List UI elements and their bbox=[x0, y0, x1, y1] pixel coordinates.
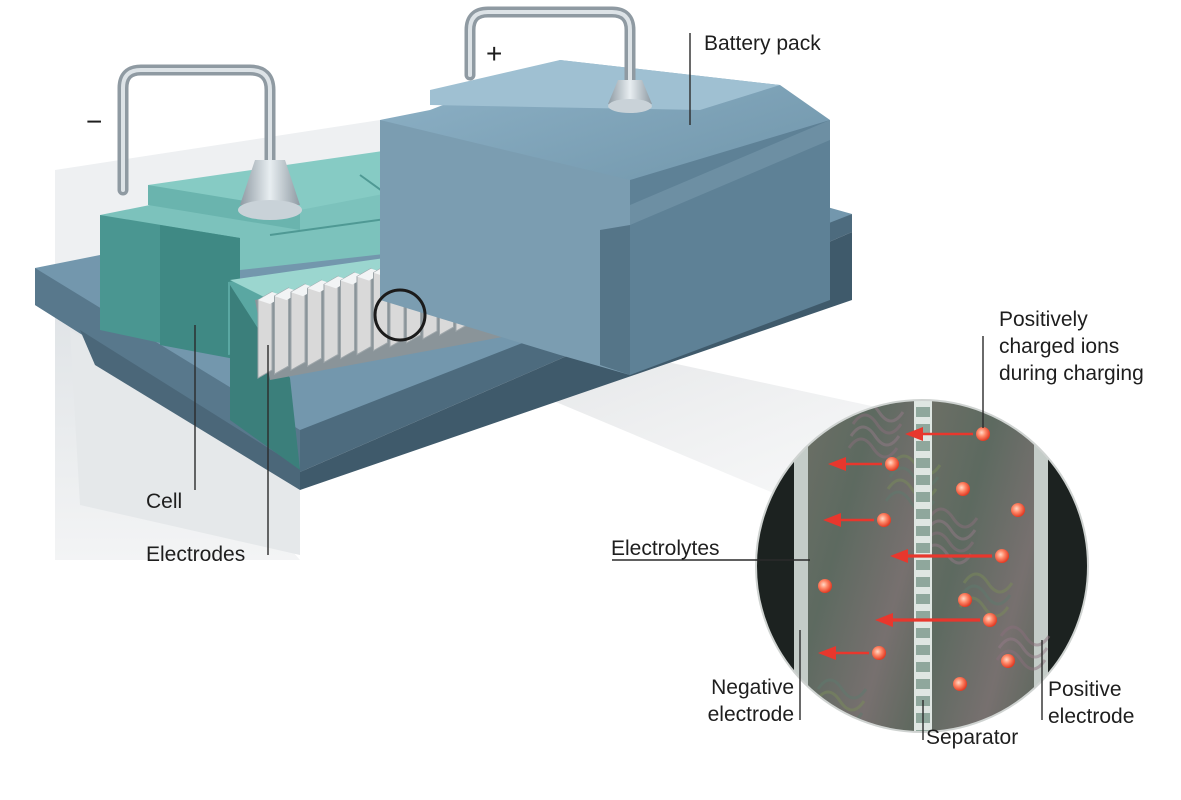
positive-ion bbox=[872, 646, 886, 660]
separator-pore bbox=[916, 509, 930, 519]
electrode-plate bbox=[290, 283, 306, 372]
electrolyte-texture bbox=[816, 678, 868, 700]
electrolyte-texture bbox=[962, 572, 1014, 594]
positive-terminal-symbol: + bbox=[486, 38, 503, 69]
ion-arrow-head bbox=[823, 513, 841, 527]
separator-pore bbox=[916, 662, 930, 672]
separator-label: Separator bbox=[926, 726, 1019, 749]
magnified-view bbox=[755, 390, 1089, 733]
electrolyte-texture bbox=[847, 437, 899, 459]
positive-ion bbox=[976, 427, 990, 441]
positive-ion bbox=[1011, 503, 1025, 517]
positive-electrode-layer bbox=[1034, 400, 1048, 732]
negative-electrode-label-line-1: Negative bbox=[711, 676, 794, 699]
separator-pore bbox=[916, 628, 930, 638]
electrodes-label: Electrodes bbox=[146, 543, 246, 566]
ions-label-line-2: charged ions bbox=[999, 335, 1120, 358]
electrode-plate bbox=[356, 267, 372, 356]
negative-terminal-symbol: − bbox=[86, 106, 103, 137]
ion-arrow-head bbox=[905, 427, 923, 441]
separator-pore bbox=[916, 475, 930, 485]
electrode-plate bbox=[323, 275, 339, 364]
leader-lines bbox=[194, 33, 1043, 740]
separator-pore bbox=[916, 441, 930, 451]
ion-arrow-head bbox=[828, 457, 846, 471]
separator-pore bbox=[916, 407, 930, 417]
electrolytes-label: Electrolytes bbox=[611, 537, 720, 560]
positive-ion bbox=[877, 513, 891, 527]
separator-pore bbox=[916, 645, 930, 655]
negative-cable bbox=[117, 64, 302, 220]
positive-ion bbox=[956, 482, 970, 496]
separator-pore bbox=[916, 492, 930, 502]
positive-electrode-label-line-2: electrode bbox=[1048, 705, 1135, 728]
separator-pore bbox=[916, 526, 930, 536]
battery-pack-label: Battery pack bbox=[704, 32, 821, 55]
electrode-plate bbox=[307, 279, 322, 368]
negative-electrode-layer bbox=[794, 400, 808, 732]
electrolyte-texture bbox=[927, 507, 979, 529]
separator-pore bbox=[916, 458, 930, 468]
ions-label-line-1: Positively bbox=[999, 308, 1088, 331]
separator-pore bbox=[916, 611, 930, 621]
separator-pore bbox=[916, 577, 930, 587]
ion-arrow-head bbox=[875, 613, 893, 627]
electrolyte-texture bbox=[995, 649, 1047, 671]
positive-cable bbox=[464, 6, 652, 113]
negative-electrode-label: Negative electrode bbox=[690, 674, 794, 728]
positive-ion bbox=[885, 457, 899, 471]
ion-arrow-head bbox=[890, 549, 908, 563]
negative-electrode-label-line-2: electrode bbox=[707, 703, 794, 726]
zoom-indicator-circle bbox=[373, 288, 427, 342]
separator-pore bbox=[916, 390, 930, 400]
positive-ion bbox=[983, 613, 997, 627]
separator-pore bbox=[916, 679, 930, 689]
separator-pore bbox=[916, 560, 930, 570]
electrolyte-texture bbox=[849, 425, 901, 447]
electrolyte-texture bbox=[925, 519, 977, 541]
cell-label: Cell bbox=[146, 490, 183, 513]
separator-pore bbox=[916, 543, 930, 553]
electrolyte-texture bbox=[960, 584, 1012, 606]
battery-pack-housing bbox=[380, 60, 830, 375]
electrolyte-texture bbox=[997, 637, 1049, 659]
electrolyte-texture bbox=[851, 413, 903, 435]
positive-electrode-label-line-1: Positive bbox=[1048, 678, 1122, 701]
electrode-plate bbox=[340, 271, 355, 360]
ions-label: Positively charged ions during charging bbox=[999, 306, 1144, 387]
electrode-plate bbox=[274, 287, 289, 375]
positive-electrode-label: Positive electrode bbox=[1048, 676, 1134, 730]
ion-arrow-head bbox=[818, 646, 836, 660]
positive-ion bbox=[953, 677, 967, 691]
positive-ion bbox=[818, 579, 832, 593]
electrolyte-texture bbox=[814, 690, 866, 712]
positive-ion bbox=[958, 593, 972, 607]
separator-pore bbox=[916, 594, 930, 604]
positive-ion bbox=[1001, 654, 1015, 668]
positive-ion bbox=[995, 549, 1009, 563]
ions-label-line-3: during charging bbox=[999, 362, 1144, 385]
electrode-plate bbox=[257, 291, 273, 379]
